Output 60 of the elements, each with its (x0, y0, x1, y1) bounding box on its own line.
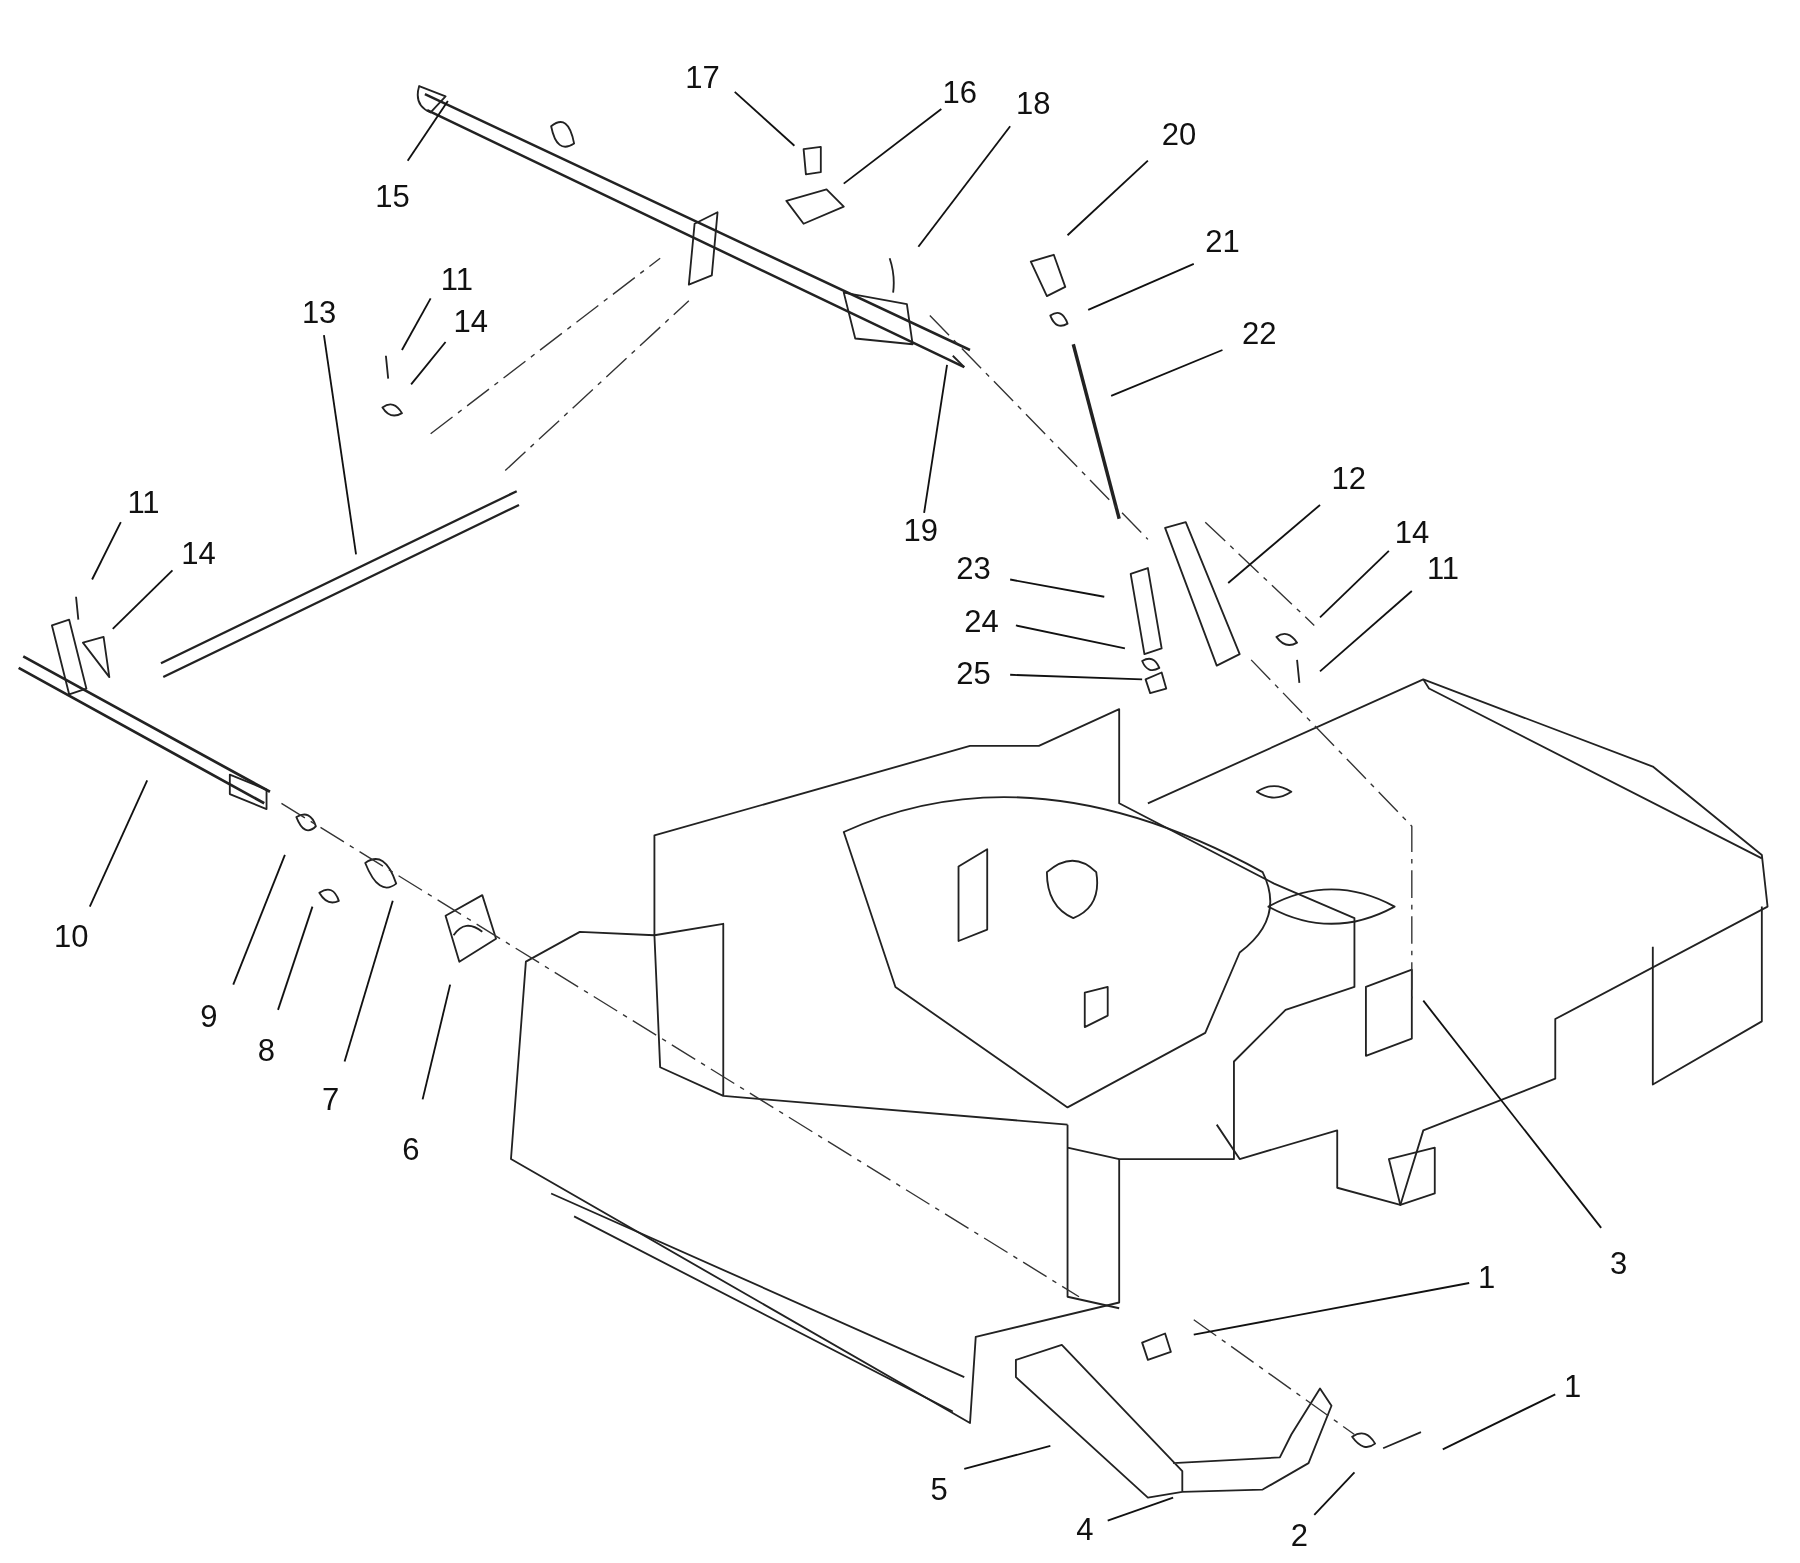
leader-line (406, 100, 449, 162)
leader-line (1227, 504, 1321, 584)
callout-number: 14 (453, 305, 488, 337)
leader-line (1110, 349, 1224, 397)
callout-number: 22 (1242, 317, 1277, 349)
callout-number: 15 (375, 180, 410, 212)
leader-line (1319, 549, 1390, 619)
callout-number: 23 (956, 552, 991, 584)
callout-number: 19 (903, 514, 938, 546)
callout-number: 21 (1205, 225, 1240, 257)
callout-number: 16 (942, 76, 977, 108)
callout-number: 14 (181, 537, 216, 569)
callout-number: 18 (1015, 87, 1051, 119)
leader-line (277, 905, 314, 1011)
leader-line (88, 779, 149, 908)
leader-line (1106, 1496, 1175, 1522)
callout-number: 24 (964, 605, 999, 637)
leader-line (1009, 578, 1106, 598)
leader-line (1313, 1471, 1356, 1516)
leader-line (1422, 999, 1603, 1229)
leader-line (1066, 159, 1149, 237)
callout-number: 1 (1564, 1370, 1582, 1402)
leader-line (323, 334, 357, 556)
leader-line (923, 364, 948, 514)
leader-line (1441, 1393, 1557, 1451)
callout-number: 11 (1426, 552, 1460, 584)
leader-line (1009, 673, 1144, 681)
callout-number: 6 (402, 1133, 420, 1165)
leader-line (1192, 1282, 1471, 1336)
callout-number: 20 (1161, 118, 1197, 150)
leader-line (111, 569, 174, 630)
leader-line (343, 899, 394, 1063)
leader-line (232, 854, 286, 986)
callout-number: 4 (1076, 1513, 1094, 1545)
leader-line (1015, 624, 1126, 650)
leader-line (401, 297, 432, 351)
callout-number: 9 (200, 1000, 218, 1032)
leader-line (1319, 590, 1413, 673)
leader-line (733, 90, 796, 147)
leader-line (917, 125, 1012, 248)
callout-number: 2 (1290, 1519, 1309, 1551)
leader-line (842, 108, 943, 185)
callout-number: 11 (127, 486, 160, 518)
callout-number: 11 (440, 263, 473, 295)
callout-number: 3 (1610, 1247, 1628, 1279)
leader-line (1087, 263, 1195, 311)
leader-line (963, 1445, 1052, 1470)
callout-number: 7 (322, 1083, 340, 1115)
callout-number: 13 (301, 296, 337, 328)
callout-number: 1 (1477, 1261, 1496, 1292)
callout-number: 25 (956, 657, 991, 689)
leader-line (91, 521, 122, 581)
callout-number: 12 (1331, 462, 1367, 494)
callout-number: 17 (685, 61, 720, 93)
leader-line (410, 341, 447, 386)
callout-number: 14 (1394, 516, 1430, 547)
leader-line (421, 983, 452, 1101)
callout-number: 8 (257, 1034, 275, 1066)
callout-number: 5 (930, 1473, 948, 1505)
callout-number: 10 (53, 920, 89, 952)
